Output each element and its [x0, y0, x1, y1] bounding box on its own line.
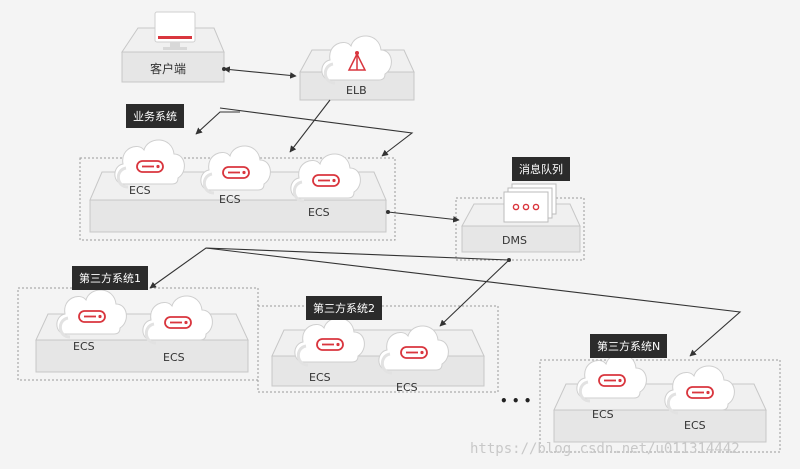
- ecs-cloud-icon: [115, 140, 185, 187]
- watermark: https://blog.csdn.net/u011314442: [470, 441, 740, 457]
- ecs-label: ECS: [396, 381, 418, 394]
- ecs-label: ECS: [219, 193, 241, 206]
- mq-tag: 消息队列: [512, 157, 570, 181]
- business-system-tag: 业务系统: [126, 104, 184, 128]
- ecs-label: ECS: [308, 206, 330, 219]
- third-system-1-tag: 第三方系统1: [72, 266, 148, 290]
- elb-cloud-icon: [320, 34, 393, 85]
- ecs-label: ECS: [129, 184, 151, 197]
- connector-dot: [222, 67, 226, 71]
- connector-dot: [507, 258, 511, 262]
- ecs-label: ECS: [592, 408, 614, 421]
- ecs-cloud-icon: [577, 354, 647, 401]
- client-label: 客户端: [150, 62, 187, 76]
- ellipsis: • • •: [500, 394, 532, 408]
- ecs-cloud-icon: [295, 318, 365, 365]
- dms-label: DMS: [502, 234, 527, 247]
- ecs-cloud-icon: [57, 290, 127, 337]
- ecs-cloud-icon: [201, 146, 271, 193]
- ecs-label: ECS: [73, 340, 95, 353]
- ecs-label: ECS: [309, 371, 331, 384]
- ecs-label: ECS: [684, 419, 706, 432]
- ecs-label: ECS: [163, 351, 185, 364]
- elb-label: ELB: [346, 84, 367, 97]
- connector-dot: [386, 210, 390, 214]
- ecs-cloud-icon: [665, 366, 735, 413]
- ecs-cloud-icon: [291, 154, 361, 201]
- connector-lines: [149, 66, 742, 357]
- thirdN-group-box: [539, 359, 781, 453]
- third-system-2-tag: 第三方系统2: [306, 296, 382, 320]
- ecs-cloud-icon: [143, 296, 213, 343]
- monitor-icon: [154, 11, 196, 50]
- message-queue-icon: [503, 183, 557, 223]
- third-system-n-tag: 第三方系统N: [590, 334, 668, 358]
